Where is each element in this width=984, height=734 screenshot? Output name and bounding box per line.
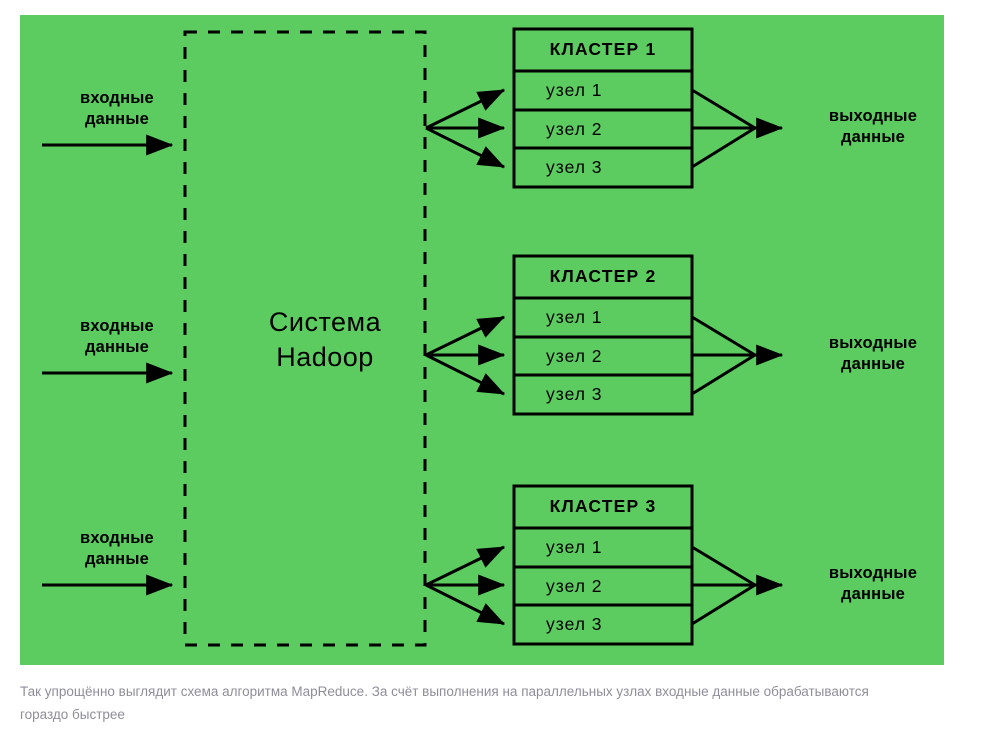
output-label-1-line2: данные <box>840 128 906 147</box>
hadoop-system-label-line2: Hadoop <box>276 342 374 373</box>
cluster-1-node-3[interactable]: узел 3 <box>546 157 603 177</box>
figure-caption: Так упрощённо выглядит схема алгоритма M… <box>20 684 869 723</box>
output-label-3: выходные данные <box>798 563 948 606</box>
cluster-1-node-1[interactable]: узел 1 <box>546 80 603 100</box>
cluster-1-fanin-arrows <box>691 88 784 169</box>
output-label-1-line1: выходные <box>828 107 918 125</box>
input-label-1-line2: данные <box>84 110 150 129</box>
input-label-2-line1: входные <box>80 317 154 335</box>
cluster-2-fanin-arrows <box>691 315 784 396</box>
diagram-vector-layer <box>42 27 784 647</box>
cluster-3-title: КЛАСТЕР 3 <box>549 496 657 516</box>
cluster-1-box <box>512 27 694 189</box>
input-label-2-line2: данные <box>84 338 150 357</box>
cluster-1-node-2[interactable]: узел 2 <box>546 119 603 139</box>
cluster-2-node-3[interactable]: узел 3 <box>546 384 603 404</box>
cluster-3-fanout-arrows <box>425 545 506 626</box>
input-label-1-line1: входные <box>80 89 154 107</box>
cluster-3-node-2[interactable]: узел 2 <box>546 576 603 596</box>
cluster-2-node-2[interactable]: узел 2 <box>546 346 603 366</box>
hadoop-system-label-line1: Система <box>268 307 382 337</box>
input-label-3-line2: данные <box>84 550 150 569</box>
output-label-3-line2: данные <box>840 585 906 604</box>
cluster-3-fanin-arrows <box>691 545 784 626</box>
cluster-3-box-group <box>512 484 694 646</box>
cluster-2-fanout-arrows <box>425 315 506 396</box>
cluster-3-node-1[interactable]: узел 1 <box>546 537 603 557</box>
input-label-3: входные данные <box>42 528 192 571</box>
input-label-3-line1: входные <box>80 529 154 547</box>
cluster-1-fanout-arrows <box>425 88 506 169</box>
input-label-1: входные данные <box>42 88 192 131</box>
output-label-2-line1: выходные <box>828 334 918 352</box>
cluster-2-box-group <box>512 254 694 416</box>
input-label-2: входные данные <box>42 316 192 359</box>
output-label-2: выходные данные <box>798 333 948 376</box>
output-label-2-line2: данные <box>840 355 906 374</box>
output-label-1: выходные данные <box>798 106 948 149</box>
cluster-3-node-3[interactable]: узел 3 <box>546 614 603 634</box>
cluster-1-title: КЛАСТЕР 1 <box>549 39 657 59</box>
output-label-3-line1: выходные <box>828 564 918 582</box>
cluster-2-node-1[interactable]: узел 1 <box>546 307 603 327</box>
cluster-1-box-group <box>512 27 694 189</box>
hadoop-system-box <box>183 30 427 647</box>
cluster-2-title: КЛАСТЕР 2 <box>549 266 657 286</box>
cluster-2-box <box>512 254 694 416</box>
cluster-3-box <box>512 484 694 646</box>
